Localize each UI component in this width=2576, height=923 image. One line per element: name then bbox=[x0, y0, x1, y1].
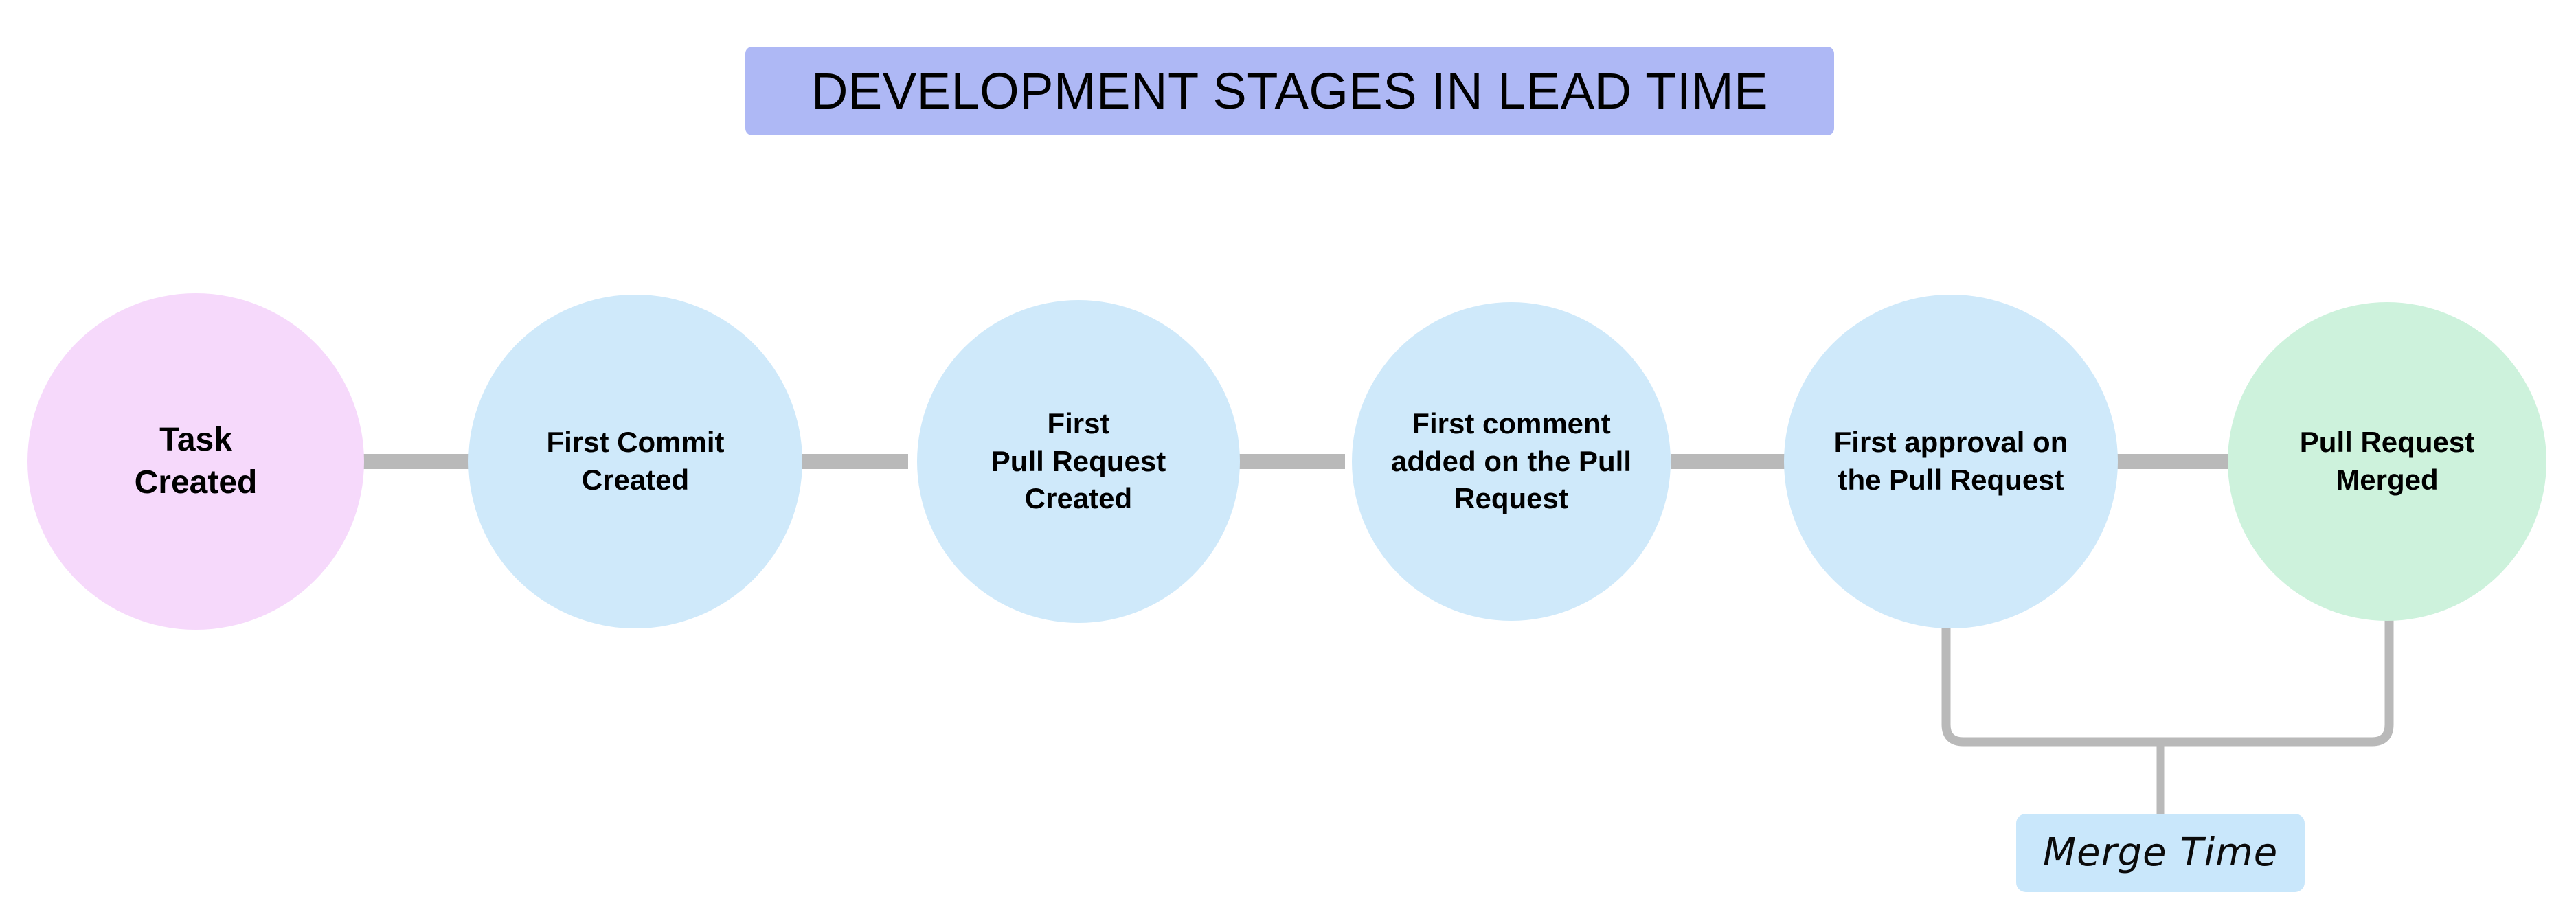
merge-time-label-box[interactable]: Merge Time bbox=[2016, 814, 2305, 892]
merge-time-bracket bbox=[1941, 604, 2394, 817]
page-title-banner: DEVELOPMENT STAGES IN LEAD TIME bbox=[745, 47, 1834, 135]
connector-approval-to-merged bbox=[2116, 454, 2228, 469]
stage-node-first-comment-on-pull-request[interactable]: First comment added on the Pull Request bbox=[1352, 302, 1671, 621]
stage-label-first-approval-on-pull-request: First approval on the Pull Request bbox=[1833, 426, 2068, 496]
stage-label-task-created: Task Created bbox=[134, 421, 258, 501]
stage-node-first-approval-on-pull-request[interactable]: First approval on the Pull Request bbox=[1784, 295, 2118, 628]
stage-node-first-commit-created[interactable]: First Commit Created bbox=[468, 295, 802, 628]
stage-node-pull-request-merged[interactable]: Pull Request Merged bbox=[2228, 302, 2546, 621]
page-title: DEVELOPMENT STAGES IN LEAD TIME bbox=[811, 62, 1769, 119]
stage-label-first-comment-on-pull-request: First comment added on the Pull Request bbox=[1390, 407, 1631, 515]
stage-label-pull-request-merged: Pull Request Merged bbox=[2299, 426, 2475, 496]
stage-label-first-commit-created: First Commit Created bbox=[546, 426, 725, 496]
connector-comment-to-approval bbox=[1671, 454, 1786, 469]
connector-pull-request-to-comment bbox=[1238, 454, 1345, 469]
merge-time-label: Merge Time bbox=[2042, 830, 2279, 875]
connector-commit-to-pull-request bbox=[801, 454, 908, 469]
connector-task-to-commit bbox=[363, 454, 470, 469]
stage-node-first-pull-request-created[interactable]: First Pull Request Created bbox=[917, 300, 1240, 623]
stage-label-first-pull-request-created: First Pull Request Created bbox=[991, 407, 1166, 515]
stage-node-task-created[interactable]: Task Created bbox=[27, 293, 364, 630]
